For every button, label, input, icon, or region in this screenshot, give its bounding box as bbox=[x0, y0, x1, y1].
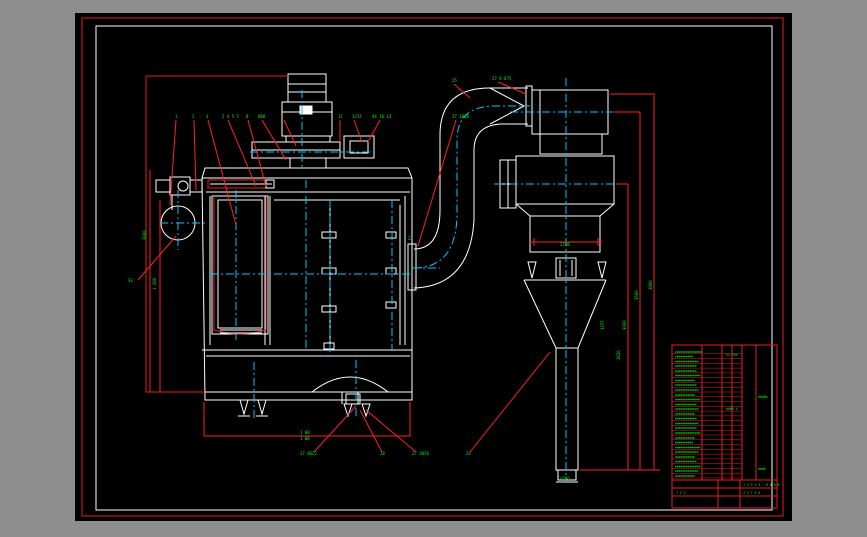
title-row-text: ############## bbox=[675, 431, 700, 435]
title-block: ########################################… bbox=[671, 344, 780, 509]
title-row-text: ########## bbox=[675, 441, 693, 445]
duct-flange bbox=[489, 87, 525, 125]
dimension-text: 3800 bbox=[648, 280, 653, 290]
outer-frame bbox=[81, 17, 784, 517]
part-label: 27 8 875 bbox=[492, 76, 512, 81]
title-row-text: ############# bbox=[675, 388, 699, 392]
dimension-text: 3000 bbox=[622, 320, 627, 330]
support-feet bbox=[238, 399, 268, 417]
part-label: 25 bbox=[452, 78, 457, 83]
title-row-text: ############# bbox=[675, 407, 699, 411]
title-row-text: ############ bbox=[675, 426, 697, 430]
part-label: 24 bbox=[466, 451, 471, 456]
title-code: #### bbox=[758, 467, 766, 471]
part-label: 888 bbox=[258, 114, 266, 119]
dimension-lines bbox=[149, 93, 660, 471]
title-footer: 1 2 3 bbox=[676, 491, 686, 495]
part-label: 27 3876 bbox=[412, 451, 429, 456]
part-label: 3 bbox=[206, 114, 209, 119]
centerlines bbox=[160, 78, 620, 482]
title-row-text: ############ bbox=[675, 402, 697, 406]
part-label: 1 00 bbox=[300, 430, 310, 435]
title-row-text: ########### bbox=[675, 378, 695, 382]
title-row-text: ############# bbox=[675, 421, 699, 425]
title-row-text: ############# bbox=[675, 450, 699, 454]
leader-lines bbox=[137, 81, 551, 453]
title-footer: 4 1 7 5 6 bbox=[743, 491, 760, 495]
shaker-beam bbox=[207, 179, 275, 189]
dimension-text: 1620 bbox=[616, 350, 621, 360]
title-footer: 1 4 3 1 5 - 0 0 0 0 bbox=[743, 483, 780, 487]
title-row-text: ############ bbox=[675, 364, 697, 368]
title-code: ###8 4 bbox=[726, 407, 738, 411]
title-row-text: ############### bbox=[675, 350, 702, 354]
title-row-text: ############## bbox=[675, 445, 700, 449]
title-row-text: ########### bbox=[675, 455, 695, 459]
part-label: 27 1838 bbox=[452, 114, 469, 119]
title-row-text: ########### bbox=[675, 474, 695, 478]
part-label: 2 bbox=[192, 114, 195, 119]
part-label: 2 4 5 7 bbox=[222, 114, 239, 119]
title-row-text: ########### bbox=[675, 412, 695, 416]
dimension-text: 3800 bbox=[142, 230, 147, 240]
title-row-text: ############ bbox=[675, 369, 697, 373]
dimension-text: 1 00 bbox=[300, 436, 310, 441]
return-pipe bbox=[145, 76, 205, 393]
part-label: 1 bbox=[175, 114, 178, 119]
title-code: S3 786 bbox=[726, 353, 738, 357]
title-row-text: ########### bbox=[675, 436, 695, 440]
dimension-text: 3500 bbox=[634, 290, 639, 300]
dimension-texts: 3800 1 200 3800 3500 3000 3377 1620 1 00 bbox=[142, 230, 653, 441]
elbow-duct bbox=[407, 85, 533, 291]
title-row-text: ############# bbox=[675, 359, 699, 363]
dust-hopper bbox=[311, 376, 389, 418]
part-label: o750 bbox=[560, 476, 570, 481]
title-row-text: ############ bbox=[675, 383, 697, 387]
dimension-text: 1 200 bbox=[152, 277, 157, 290]
title-row-text: ############## bbox=[675, 398, 700, 402]
part-label: 18 bbox=[380, 451, 385, 456]
part-label: 22 bbox=[408, 236, 413, 241]
part-labels: 1 2 3 2 4 5 7 8 888 11 1217 44 16 14 33 … bbox=[128, 76, 570, 481]
title-row-text: ############# bbox=[675, 469, 699, 473]
fan-duct bbox=[251, 135, 375, 168]
title-code: ##### bbox=[758, 395, 768, 399]
fan-motor bbox=[281, 73, 333, 143]
title-row-text: ############## bbox=[675, 374, 700, 378]
part-label: 1217 bbox=[352, 114, 362, 119]
title-row-text: ############## bbox=[675, 464, 700, 468]
part-label: 27 8622 bbox=[300, 451, 317, 456]
filter-bag bbox=[211, 195, 269, 335]
filter-housing bbox=[201, 167, 413, 401]
part-label: 33 bbox=[128, 278, 133, 283]
title-row-text: ########### bbox=[675, 393, 695, 397]
dimension-text: 3377 bbox=[600, 320, 605, 330]
title-row-text: ############ bbox=[675, 460, 697, 464]
title-row-text: ########## bbox=[675, 355, 693, 359]
part-label: 11 bbox=[338, 114, 343, 119]
inner-frame bbox=[95, 25, 773, 511]
part-label: 44 16 14 bbox=[372, 114, 392, 119]
title-row-text: ############ bbox=[675, 417, 697, 421]
title-block-frame bbox=[671, 344, 778, 509]
rod-clamps bbox=[321, 231, 397, 350]
part-label: 2748 bbox=[560, 242, 570, 247]
part-label: 8 bbox=[246, 114, 249, 119]
